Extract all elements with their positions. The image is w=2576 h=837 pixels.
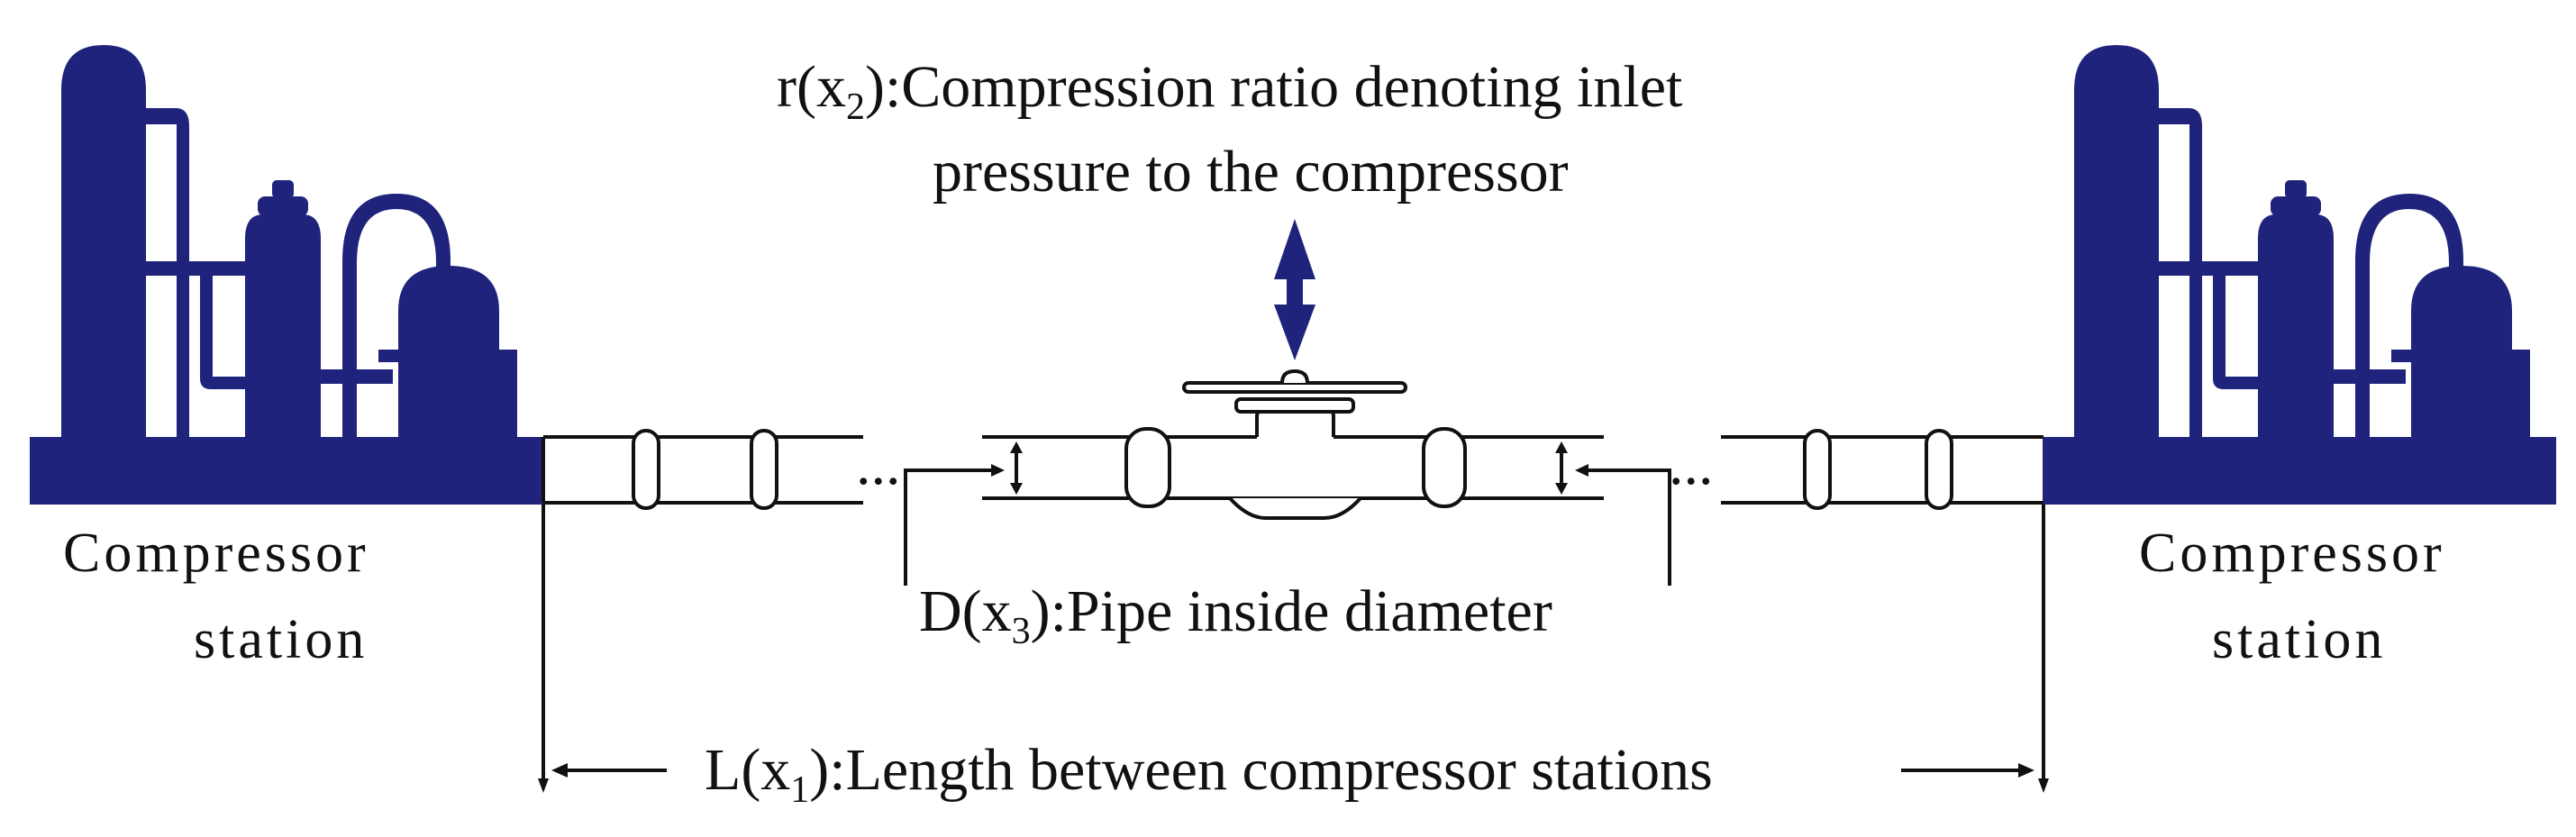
arrow-down-icon — [1555, 483, 1568, 495]
station-mid-cap — [258, 196, 308, 216]
station-mid-knob — [272, 180, 294, 198]
station-pipe-h2 — [2213, 276, 2260, 389]
station-left-label-line1: Compressor — [63, 523, 369, 584]
station-arch-pipe — [2355, 194, 2463, 437]
label-subscript: 2 — [846, 86, 865, 128]
diameter-leader-line — [1581, 469, 1671, 586]
arrow-right-icon — [2018, 763, 2034, 778]
station-right-base-extension — [2044, 437, 2080, 505]
valve-stem — [1255, 408, 1335, 437]
pipe-coupling — [1124, 427, 1171, 508]
label-subscript: 3 — [1012, 611, 1031, 652]
station-base — [30, 437, 543, 505]
ellipsis-right: ... — [1669, 432, 1714, 497]
pipe-coupling — [1422, 427, 1467, 508]
arrow-up-icon — [1555, 441, 1568, 453]
station-pipe-h3 — [2334, 369, 2406, 384]
arrow-right-icon — [991, 464, 1005, 477]
station-tall-column — [61, 45, 146, 437]
pipe-segment-valve — [982, 368, 1604, 520]
station-arch-pipe — [342, 194, 451, 437]
length-label: L(x1):Length between compressor stations — [705, 737, 1713, 811]
pipe-segment-left — [542, 429, 863, 510]
station-right-label-line2: station — [2212, 609, 2386, 670]
label-suffix: ):Pipe inside diameter — [1031, 578, 1552, 644]
pipe-segment-right — [1721, 429, 2044, 510]
compressor-station-right-icon — [2043, 45, 2556, 505]
label-prefix: D(x — [919, 578, 1012, 644]
arrow-left-icon — [551, 763, 568, 778]
station-tank-band — [2391, 350, 2517, 362]
diameter-indicator-left — [904, 441, 1023, 586]
valve-handle-base — [1234, 397, 1355, 414]
pipe-coupling — [1925, 429, 1953, 510]
label-prefix: r(x — [777, 54, 846, 120]
station-base — [2043, 437, 2556, 505]
station-pipe-loop-1 — [146, 108, 189, 437]
station-pipe-h2 — [200, 276, 247, 389]
station-mid-cap — [2271, 196, 2321, 216]
pipe-coupling — [632, 429, 660, 510]
label-suffix: ):Length between compressor stations — [809, 737, 1713, 803]
diameter-leader-line — [904, 469, 998, 586]
station-right-label-line1: Compressor — [2139, 523, 2445, 584]
length-dimension — [538, 505, 2049, 793]
diameter-label: D(x3):Pipe inside diameter — [919, 578, 1552, 652]
compression-ratio-label-line1: r(x2):Compression ratio denoting inlet — [777, 54, 1682, 128]
station-left-label-line2: station — [194, 609, 368, 670]
station-pipe-h1 — [146, 261, 247, 276]
station-side-block — [2512, 350, 2530, 437]
station-pipe-loop-1 — [2159, 108, 2202, 437]
arrow-down-icon — [1010, 483, 1023, 495]
arrow-up-icon — [1010, 441, 1023, 453]
compressor-station-left-icon — [30, 45, 543, 505]
label-prefix: L(x — [705, 737, 790, 803]
station-mid-column — [2258, 214, 2334, 437]
arrow-down-icon — [2038, 778, 2049, 793]
ellipsis-left: ... — [856, 432, 901, 497]
pipe-coupling — [750, 429, 778, 510]
station-side-block — [499, 350, 517, 437]
station-tall-column — [2074, 45, 2159, 437]
arrow-left-icon — [1575, 464, 1588, 477]
double-arrow-icon — [1274, 219, 1315, 360]
valve-body — [1170, 496, 1425, 520]
compression-ratio-label-line2: pressure to the compressor — [933, 139, 1569, 205]
diameter-indicator-right — [1555, 441, 1671, 586]
label-subscript: 1 — [790, 769, 809, 811]
label-suffix: ):Compression ratio denoting inlet — [865, 54, 1682, 120]
arrow-down-icon — [538, 778, 549, 793]
station-pipe-h1 — [2159, 261, 2260, 276]
station-pipe-h3 — [321, 369, 393, 384]
station-mid-column — [245, 214, 321, 437]
station-mid-knob — [2285, 180, 2307, 198]
pipe-coupling — [1803, 429, 1832, 510]
station-tank-band — [378, 350, 505, 362]
valve-knob — [1280, 368, 1309, 384]
valve-handwheel — [1182, 381, 1407, 394]
